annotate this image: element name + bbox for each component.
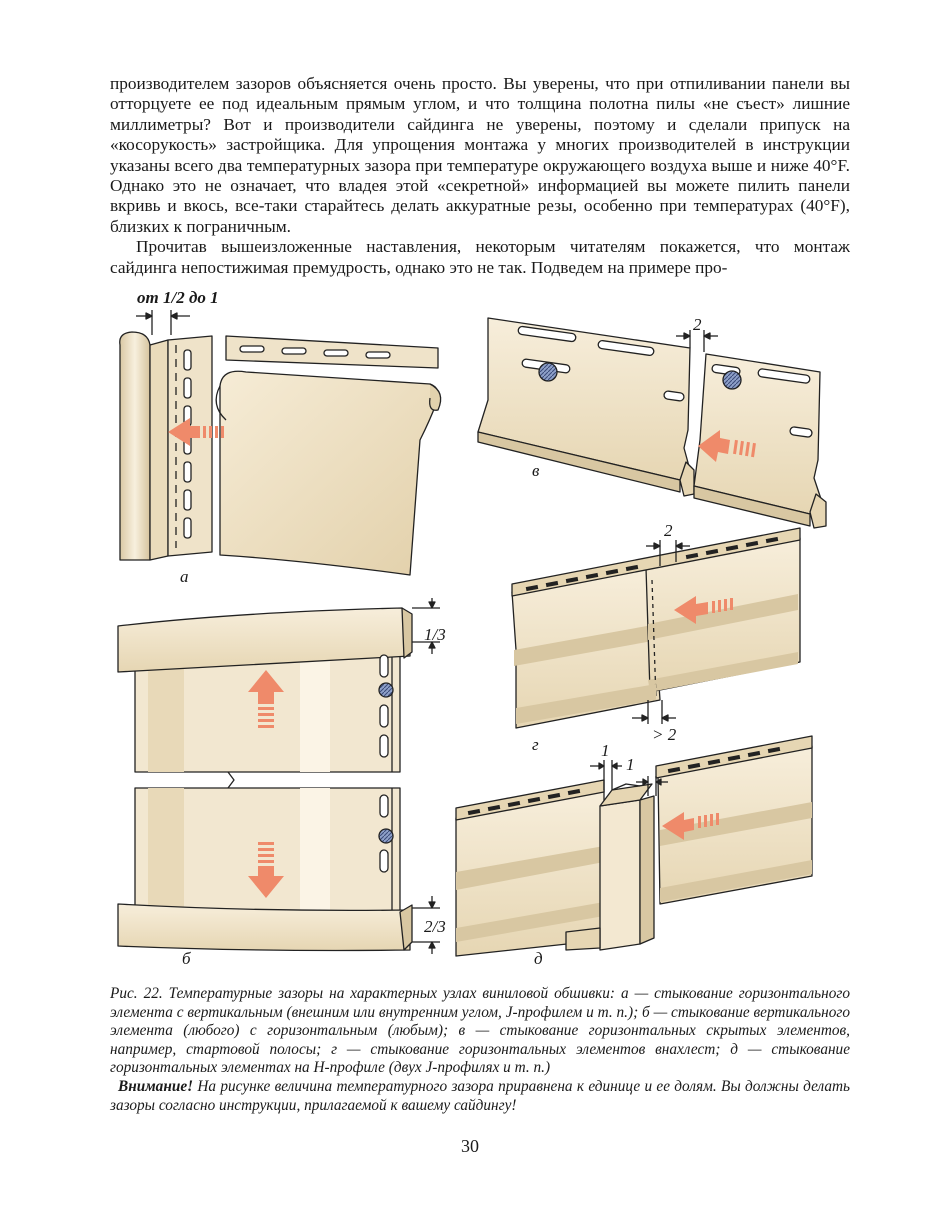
label-v: в	[532, 461, 540, 480]
caption-text: Рис. 22. Температурные зазоры на характе…	[110, 985, 850, 1077]
dim-d-left: 1	[601, 741, 610, 760]
dim-a: от 1/2 до 1	[137, 288, 219, 307]
panel-v	[477, 317, 827, 529]
body-text: производителем зазоров объясняется очень…	[110, 74, 850, 278]
page-number: 30	[461, 1136, 479, 1156]
dim-g-bottom: > 2	[652, 725, 677, 744]
panel-d	[455, 735, 813, 957]
dim-g-top: 2	[664, 521, 673, 540]
panel-a	[119, 310, 442, 576]
panel-g	[511, 527, 801, 729]
figure-caption: Рис. 22. Температурные зазоры на характе…	[110, 985, 850, 1115]
body-paragraph-2: Прочитав вышеизложенные наставления, нек…	[110, 237, 850, 277]
label-b: б	[182, 949, 191, 968]
dim-b-top: 1/3	[424, 625, 446, 644]
warning-text: На рисунке величина температурного зазор…	[110, 1077, 850, 1114]
dim-b-bottom: 2/3	[424, 917, 446, 936]
body-paragraph-1: производителем зазоров объясняется очень…	[110, 74, 850, 236]
panel-b	[117, 598, 440, 954]
label-a: а	[180, 567, 189, 586]
caption-warning: Внимание! На рисунке величина температур…	[110, 1078, 850, 1115]
dim-d-right: 1	[626, 755, 635, 774]
label-d: д	[534, 949, 543, 968]
dim-v: 2	[693, 315, 702, 334]
label-g: г	[532, 735, 539, 754]
warning-label: Внимание!	[118, 1077, 194, 1095]
